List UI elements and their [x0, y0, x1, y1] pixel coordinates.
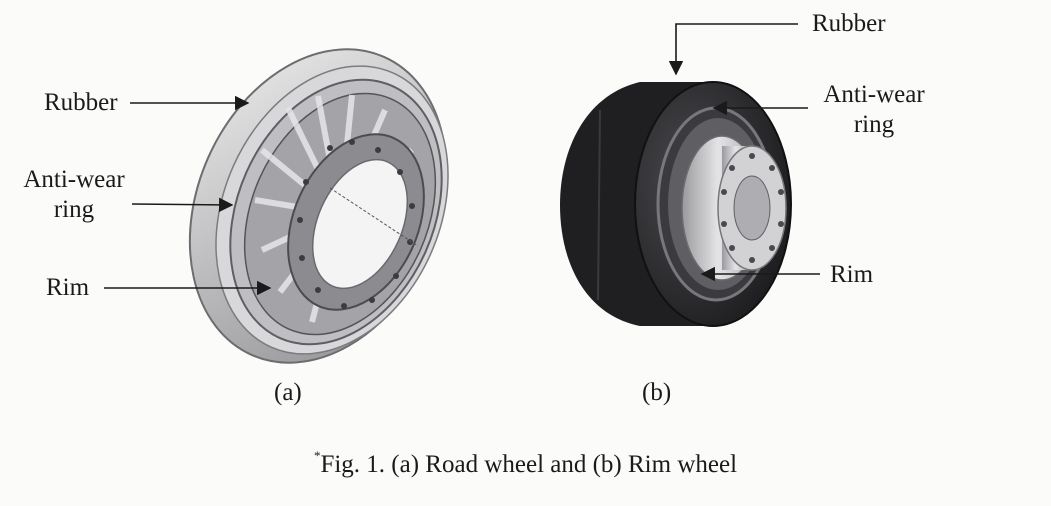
label-rubber-b: Rubber: [812, 10, 886, 37]
arrow-icon: [104, 95, 272, 296]
caption-text: Fig. 1. (a) Road wheel and (b) Rim wheel: [320, 451, 738, 478]
label-antiwear-a: Anti-wear ring: [20, 165, 128, 225]
label-rim-a: Rim: [46, 274, 90, 301]
label-antiwear-a-line2: ring: [53, 196, 95, 223]
arrow-icon: [668, 23, 820, 282]
label-antiwear-a-line1: Anti-wear: [23, 166, 125, 193]
label-rim-b: Rim: [830, 261, 874, 288]
label-rubber-a: Rubber: [44, 89, 118, 116]
panel-tag-a: (a): [274, 379, 302, 406]
rim-wheel-image: [560, 81, 792, 327]
panel-tag-b: (b): [642, 379, 672, 406]
label-antiwear-b-line1: Anti-wear: [823, 81, 925, 108]
label-antiwear-b: Anti-wear ring: [810, 80, 938, 140]
label-antiwear-b-line2: ring: [853, 111, 895, 138]
figure-caption: *Fig. 1. (a) Road wheel and (b) Rim whee…: [0, 441, 1051, 480]
road-wheel-image: [188, 48, 449, 364]
caption-marker: *: [313, 448, 321, 463]
